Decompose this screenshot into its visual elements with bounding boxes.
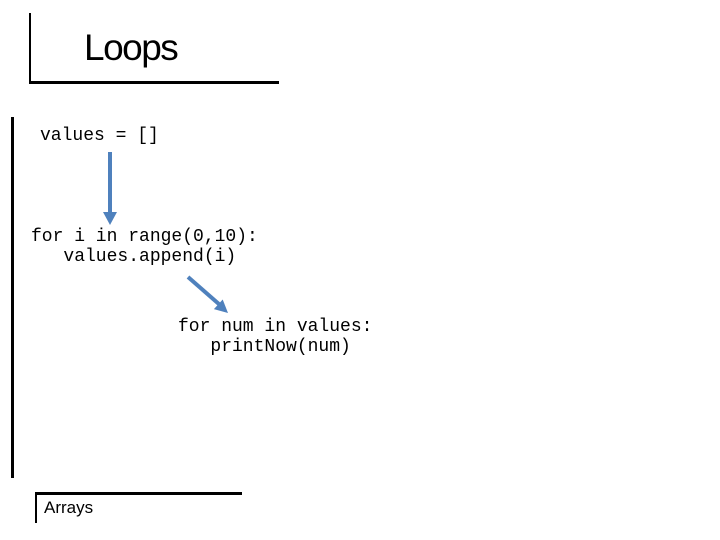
footer-label: Arrays <box>44 498 94 517</box>
arrow-down-head <box>103 212 117 225</box>
arrow-down-icon <box>103 152 117 225</box>
content-left-rule <box>11 117 14 478</box>
arrow-diagonal-head <box>213 299 228 313</box>
code-block-init-list: values = [] <box>40 126 159 146</box>
footer-box: Arrays <box>35 492 242 523</box>
arrow-diagonal-shaft <box>186 275 222 307</box>
arrow-diagonal-icon <box>186 275 228 313</box>
slide-title: Loops <box>84 27 179 68</box>
code-block-print-loop: for num in values: printNow(num) <box>178 317 373 357</box>
title-box-border <box>29 13 279 84</box>
code-block-fill-loop: for i in range(0,10): values.append(i) <box>31 227 258 267</box>
